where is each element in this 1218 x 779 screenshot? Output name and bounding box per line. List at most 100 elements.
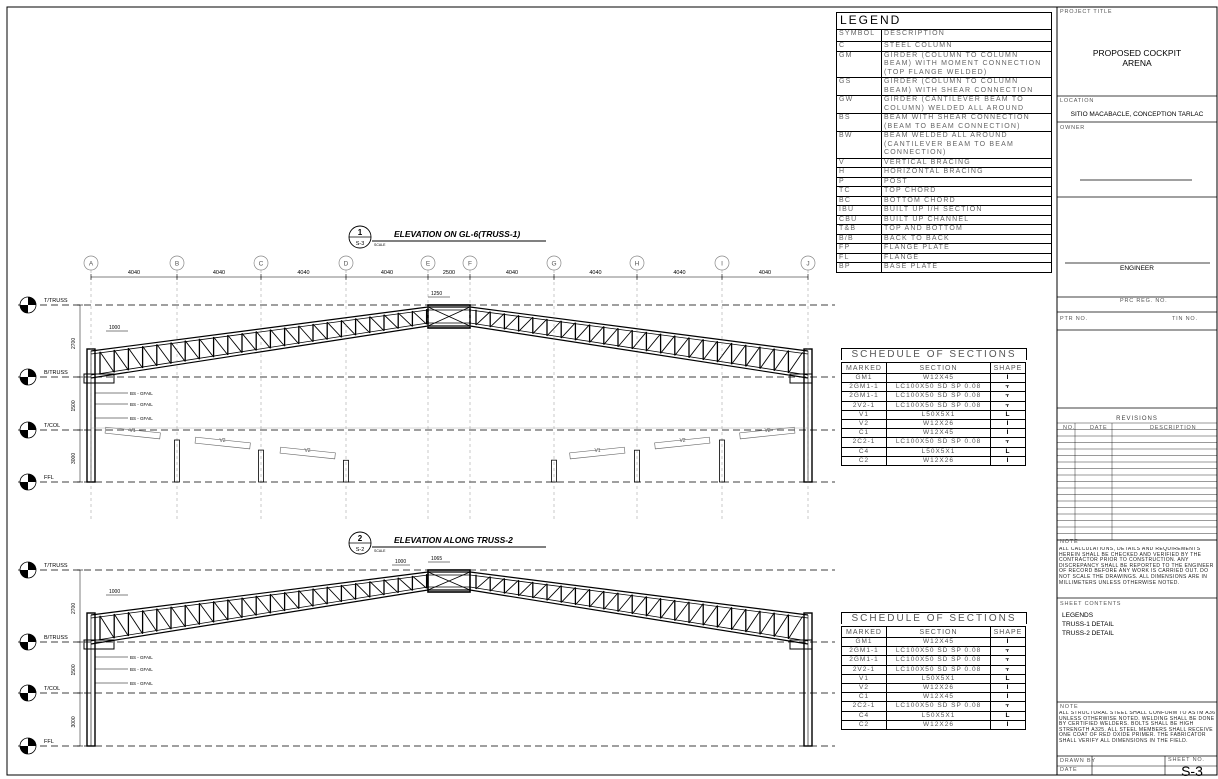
web-diagonal (717, 607, 732, 628)
top-chord-line (90, 306, 429, 352)
grid-label: B (175, 261, 179, 268)
grid-spacing: 4040 (381, 270, 393, 276)
web-diagonal (475, 311, 491, 326)
web-diagonal (546, 320, 562, 337)
post (174, 439, 180, 483)
web-diagonal (270, 593, 285, 612)
top-chord-line (469, 309, 809, 355)
web-diagonal (213, 336, 229, 356)
schedule-section: LC100X50 SD SP 0.08 (886, 664, 991, 675)
grid-spacing: 4040 (506, 270, 518, 276)
schedule-mark: C2 (841, 719, 887, 730)
level-marker (19, 421, 37, 439)
schedule-1-title: SCHEDULE OF SECTIONS (841, 348, 1027, 360)
web-diagonal (759, 348, 775, 369)
schedule-shape: ⫟ (990, 400, 1026, 411)
sheet-border (6, 6, 1218, 776)
top-chord (90, 306, 809, 355)
schedule-section: W12X26 (886, 682, 991, 694)
schedule-shape: ⫟ (990, 646, 1026, 657)
drawn-by-label: DRAWN BY (1060, 758, 1096, 764)
schedule-shape: L (990, 673, 1026, 684)
web-diagonal (560, 322, 576, 339)
web-diagonal (184, 604, 200, 625)
web-diagonal (99, 351, 115, 373)
bottom-chord-line (469, 325, 809, 379)
level-marker-fill (28, 634, 36, 642)
schedule-section: LC100X50 SD SP 0.08 (886, 646, 991, 657)
level-dim-text: 1500 (71, 664, 77, 675)
web-diagonal (397, 577, 413, 591)
schedule-section: W12X45 (886, 428, 991, 439)
bottom-chord-line (90, 589, 429, 645)
truss-web (99, 309, 803, 375)
sheet-contents-item: TRUSS-1 DETAIL (1062, 621, 1114, 628)
level-dim-text: 3000 (71, 716, 77, 727)
level-marker-fill (28, 474, 36, 482)
web-diagonal (688, 603, 704, 624)
legend-symbol: BP (836, 262, 882, 273)
level-label: T/TRUSS (44, 298, 68, 304)
eave-dim-text: 1000 (109, 589, 120, 595)
bottom-chord-line (90, 325, 429, 379)
web-diagonal (341, 584, 356, 600)
sheet-contents-item: LEGENDS (1062, 612, 1094, 619)
web-diagonal (518, 316, 534, 332)
revisions-title: REVISIONS (1116, 416, 1158, 422)
title-block-lines (1056, 7, 1217, 775)
schedule-mark: V2 (841, 682, 887, 694)
bottom-chord-line (90, 586, 429, 642)
owner-label: OWNER (1060, 125, 1086, 131)
legend-symbol: T&B (836, 224, 882, 235)
legend-symbol: V (836, 157, 882, 168)
grid-label: I (721, 261, 723, 268)
grid-spacing: 4040 (589, 270, 601, 276)
schedule-shape: ⫟ (990, 391, 1026, 402)
top-chord-line (469, 571, 809, 616)
web-diagonal (603, 592, 619, 610)
grid-spacing: 4040 (128, 270, 140, 276)
elevation-title-text: ELEVATION ALONG TRUSS-2 (394, 535, 513, 545)
level-marker-fill (20, 430, 28, 438)
web-diagonal (170, 606, 186, 628)
legend-symbol: TC (836, 186, 882, 197)
web-diagonal (383, 314, 399, 329)
legend-header-cell: DESCRIPTION (881, 29, 1052, 42)
rev-col-date: DATE (1090, 425, 1108, 431)
top-chord-line (469, 574, 809, 619)
grid-label: A (89, 261, 94, 268)
web-diagonal (397, 312, 413, 327)
web-diagonal (199, 338, 214, 358)
web-diagonal (504, 579, 519, 594)
legend-description: BOTTOM CHORD (881, 195, 1052, 206)
web-diagonal (702, 605, 718, 626)
bracing (654, 436, 711, 450)
level-label: FFL (44, 739, 54, 745)
schedule-mark: C1 (841, 428, 887, 439)
eave-connection (789, 639, 813, 650)
web-diagonal (142, 345, 158, 367)
post (551, 459, 557, 483)
rev-col-no: NO. (1063, 425, 1076, 431)
schedule-section: L50X5X1 (886, 409, 991, 420)
schedule-2-title: SCHEDULE OF SECTIONS (841, 612, 1027, 624)
web-diagonal (369, 316, 385, 332)
web-diagonal (312, 588, 328, 605)
ridge-dim-text: 1250 (431, 291, 442, 297)
